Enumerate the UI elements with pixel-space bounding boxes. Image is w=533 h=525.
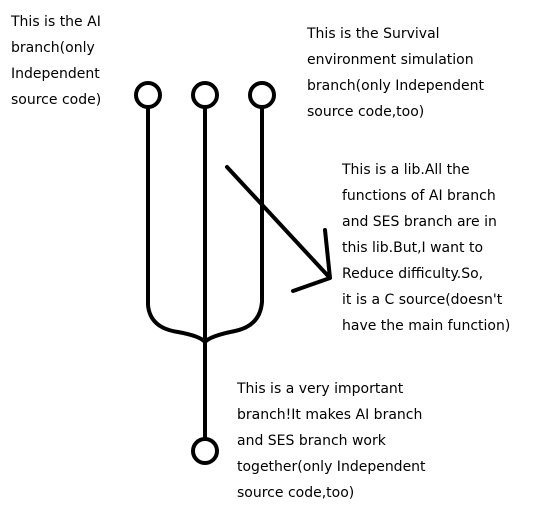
- ses-branch-label: This is the Survival environment simulat…: [307, 26, 484, 120]
- ses-branch-node: [248, 81, 276, 109]
- lib-label: This is a lib.All the functions of AI br…: [342, 162, 511, 334]
- ai-branch-line: [146, 105, 207, 344]
- ai-branch-label: This is the AI branch(only Independent s…: [11, 14, 102, 108]
- main-branch-label: This is a very important branch!It makes…: [237, 381, 426, 501]
- main-branch-node: [191, 437, 219, 465]
- ses-branch-line: [203, 105, 264, 344]
- ai-branch-node: [134, 81, 162, 109]
- lib-node: [191, 81, 219, 109]
- lib-pointer-arrow: [225, 165, 332, 293]
